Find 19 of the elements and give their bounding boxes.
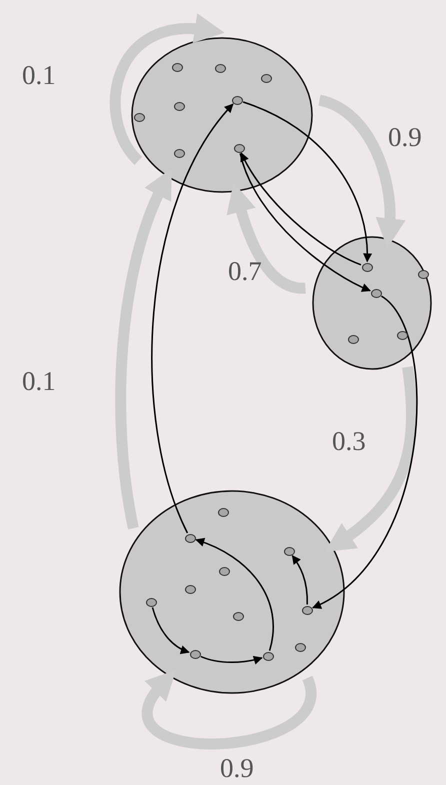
edge-label: 0.3	[332, 428, 366, 455]
path-arrow	[240, 152, 362, 266]
path-arrow	[312, 296, 418, 608]
path-arrow	[242, 101, 372, 262]
edge-label: 0.9	[388, 124, 422, 151]
path-arrow	[292, 554, 308, 604]
edge-label: 0.9	[220, 755, 254, 782]
transition-arrow	[110, 14, 225, 164]
path-arrow	[151, 104, 234, 534]
state-circle	[119, 490, 345, 694]
edge-label: 0.1	[22, 62, 56, 89]
path-arrow	[200, 656, 263, 664]
path-arrow	[195, 538, 274, 651]
state-circle	[131, 37, 313, 193]
edge-label: 0.1	[22, 368, 56, 395]
path-arrow	[239, 153, 371, 292]
path-arrow	[152, 607, 190, 654]
edge-label: 0.7	[228, 258, 262, 285]
state-circle	[312, 236, 432, 370]
